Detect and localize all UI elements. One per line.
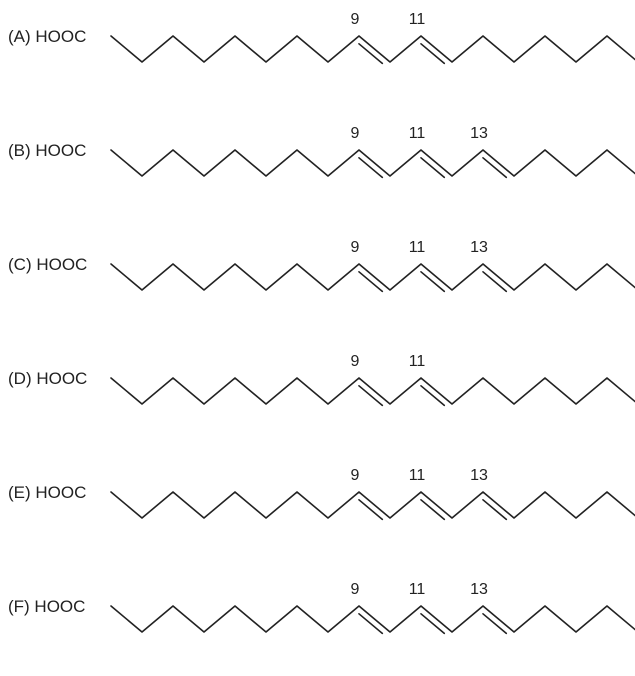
structure-label: (D) HOOC <box>8 369 87 388</box>
structure-c: (C) HOOC 9 11 13 <box>8 239 635 293</box>
carbon-chain <box>110 35 635 63</box>
carbon-chain <box>110 605 635 633</box>
structure-b: (B) HOOC 9 11 13 <box>8 125 635 179</box>
double-bond-9-cis <box>358 43 384 65</box>
structure-e: (E) HOOC 9 11 13 <box>8 467 635 521</box>
locant-label: 13 <box>470 467 488 484</box>
structure-d: (D) HOOC 9 11 <box>8 353 635 407</box>
carbon-chain <box>110 491 635 519</box>
locant-label: 13 <box>470 239 488 256</box>
double-bond-11-trans <box>420 499 446 521</box>
double-bond-9-trans <box>358 613 384 635</box>
structure-label: (B) HOOC <box>8 141 86 160</box>
locant-label: 11 <box>409 239 426 256</box>
structure-a: (A) HOOC 9 11 <box>8 11 635 65</box>
double-bond-9-trans <box>358 385 384 407</box>
locant-label: 11 <box>409 125 426 142</box>
structure-label: (C) HOOC <box>8 255 87 274</box>
double-bond-11-trans <box>420 613 446 635</box>
locant-label: 9 <box>351 239 360 256</box>
structure-rows: (A) HOOC 9 11 (B) HOOC 9 11 13 (C) HOOC 9 11 13 (D)… <box>8 11 635 635</box>
structure-label: (E) HOOC <box>8 483 86 502</box>
double-bond-11-trans <box>420 385 446 407</box>
carbon-chain <box>110 263 635 291</box>
double-bond-9-cis <box>358 271 384 293</box>
double-bond-13-cis <box>482 613 508 635</box>
locant-label: 9 <box>351 353 360 370</box>
structure-f: (F) HOOC 9 11 13 <box>8 581 635 635</box>
locant-label: 11 <box>409 581 426 598</box>
structure-label: (F) HOOC <box>8 597 85 616</box>
double-bond-9-trans <box>358 499 384 521</box>
locant-label: 13 <box>470 581 488 598</box>
locant-label: 13 <box>470 125 488 142</box>
locant-label: 11 <box>409 11 426 28</box>
locant-label: 9 <box>351 125 360 142</box>
locant-label: 11 <box>409 467 426 484</box>
carbon-chain <box>110 149 635 177</box>
locant-label: 9 <box>351 11 360 28</box>
double-bond-11-trans <box>420 157 446 179</box>
double-bond-11-trans <box>420 271 446 293</box>
double-bond-9-cis <box>358 157 384 179</box>
carbon-chain <box>110 377 635 405</box>
double-bond-13-cis <box>482 271 508 293</box>
double-bond-13-trans <box>482 499 508 521</box>
locant-label: 11 <box>409 353 426 370</box>
locant-label: 9 <box>351 581 360 598</box>
locant-label: 9 <box>351 467 360 484</box>
double-bond-13-trans <box>482 157 508 179</box>
structure-label: (A) HOOC <box>8 27 86 46</box>
double-bond-11-trans <box>420 43 446 65</box>
